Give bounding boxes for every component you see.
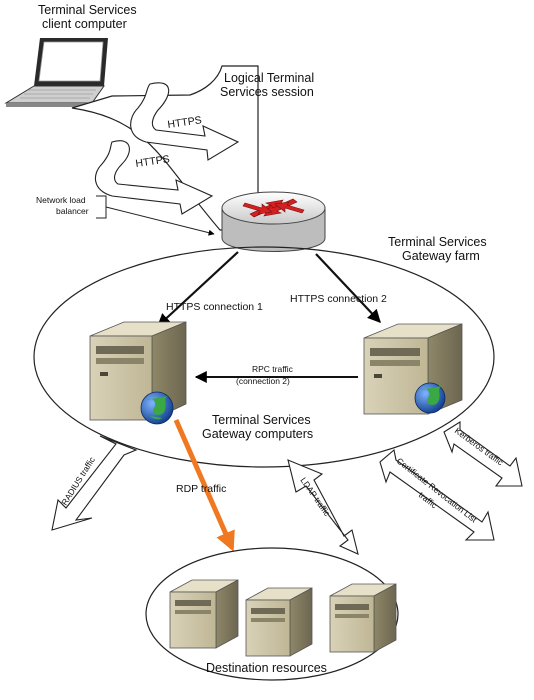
client-label-line1: Terminal Services — [38, 3, 137, 17]
https-connection-1-label: HTTPS connection 1 — [166, 301, 263, 313]
nlb-label-line1: Network load — [36, 195, 86, 205]
gateway-label-line2: Gateway computers — [202, 427, 313, 441]
https-connection-2-arrow — [315, 253, 381, 323]
destination-server-3-icon — [329, 583, 397, 653]
gateway-label-line1: Terminal Services — [212, 413, 311, 427]
nlb-label-line2: balancer — [56, 206, 89, 216]
session-label-line2: Services session — [220, 85, 314, 99]
globe-icon-right — [414, 382, 446, 414]
router-icon — [221, 191, 326, 252]
https-connection-1-arrow — [157, 251, 239, 327]
globe-icon-left — [140, 391, 174, 425]
destination-label: Destination resources — [206, 661, 327, 675]
client-label-line2: client computer — [42, 17, 127, 31]
crl-traffic-arrow — [379, 448, 495, 541]
laptop-icon — [4, 38, 108, 107]
rdp-label: RDP traffic — [176, 483, 226, 495]
kerberos-traffic-arrow — [443, 421, 523, 487]
destination-ellipse — [145, 547, 399, 681]
nlb-bracket — [96, 195, 215, 236]
rdp-traffic-arrow — [173, 418, 235, 552]
farm-label-line2: Gateway farm — [402, 249, 480, 263]
https-connection-2-label: HTTPS connection 2 — [290, 293, 387, 305]
destination-server-2-icon — [245, 587, 313, 657]
ldap-traffic-arrow — [287, 459, 359, 555]
rpc-label-line2: (connection 2) — [236, 376, 290, 386]
radius-traffic-arrow — [51, 435, 138, 531]
https-label-top: HTTPS — [167, 114, 203, 131]
destination-server-1-icon — [169, 579, 239, 649]
gateway-farm-ellipse — [33, 246, 495, 468]
https-tunnel-arrows — [94, 82, 240, 215]
https-label-bottom: HTTPS — [135, 153, 171, 170]
crl-label-line1: Certificate Revocation List — [395, 456, 479, 525]
gateway-server-right-icon — [363, 323, 463, 415]
farm-label-line1: Terminal Services — [388, 235, 487, 249]
rpc-label-line1: RPC traffic — [252, 364, 294, 374]
session-outline — [71, 65, 259, 231]
session-label-line1: Logical Terminal — [224, 71, 314, 85]
